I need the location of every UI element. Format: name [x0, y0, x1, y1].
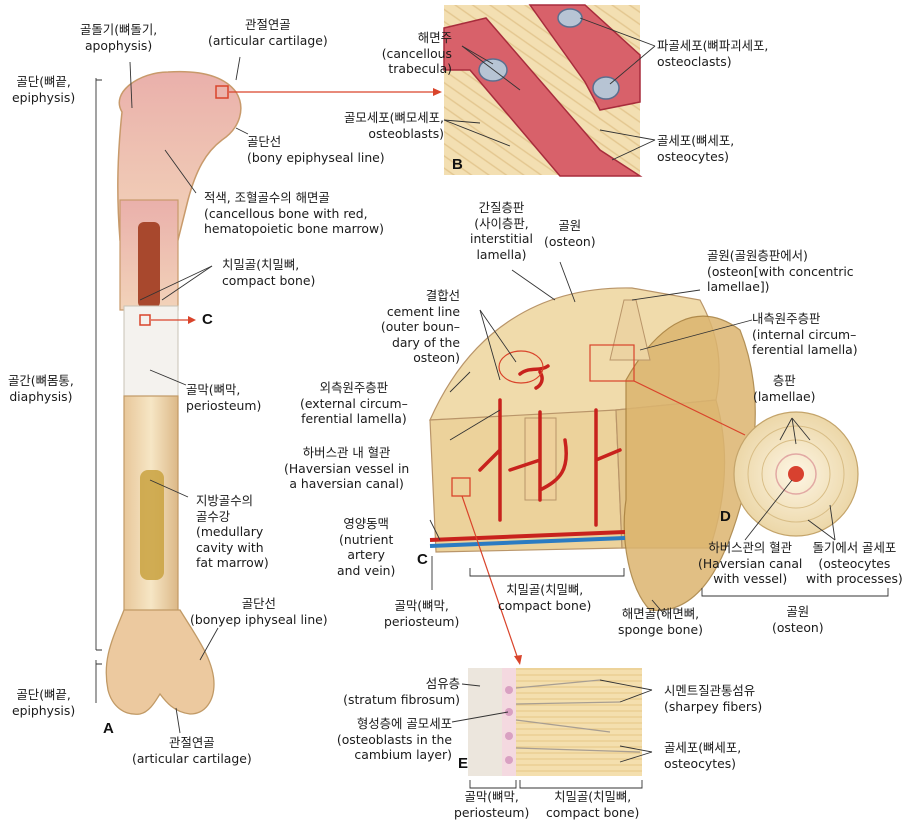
- label-articular-cartilage-top: 관절연골(articular cartilage): [208, 17, 328, 48]
- panel-letter-d: D: [720, 508, 731, 525]
- label-epiphysis-bottom: 골단(뼈끝,epiphysis): [12, 687, 75, 718]
- panel-letter-a: A: [103, 720, 114, 737]
- panel-c-bone-block: [430, 288, 755, 665]
- label-periosteum-a: 골막(뼈막,periosteum): [186, 382, 261, 413]
- panel-letter-c-a: C: [202, 311, 213, 328]
- panel-letter-c: C: [417, 551, 428, 568]
- panel-e-bottom-braces: [470, 780, 642, 788]
- label-internal-circumferential: 내측원주층판(internal circum–ferential lamella…: [752, 311, 858, 358]
- osteoclast-cell-3: [558, 9, 582, 27]
- label-osteon-c: 골원(osteon): [544, 218, 596, 249]
- label-osteoblasts-b: 골모세포(뼈모세포,osteoblasts): [320, 110, 444, 141]
- label-osteocytes-e: 골세포(뼈세포,osteocytes): [664, 740, 741, 771]
- osteoblast-cell-3: [505, 732, 513, 740]
- label-sharpey-fibers: 시멘트질관통섬유(sharpey fibers): [664, 683, 762, 714]
- label-epiphysis-top: 골단(뼈끝,epiphysis): [12, 74, 75, 105]
- pointer-arrowhead-c: [188, 316, 196, 324]
- label-articular-cartilage-bottom: 관절연골(articular cartilage): [132, 735, 252, 766]
- osteoblast-cell-4: [505, 756, 513, 764]
- label-periosteum-c: 골막(뼈막,periosteum): [384, 598, 459, 629]
- label-compact-bone-c: 치밀골(치밀뼈,compact bone): [498, 582, 591, 613]
- pointer-arrowhead-e: [514, 655, 522, 665]
- osteoblast-cell-1: [505, 686, 513, 694]
- label-epiphyseal-line-bottom: 골단선(bonyep iphyseal line): [190, 596, 328, 627]
- label-osteoclasts: 파골세포(뼈파괴세포,osteoclasts): [657, 38, 768, 69]
- panel-e-fibrous-layer: [468, 668, 502, 776]
- pointer-arrowhead-b: [433, 88, 442, 96]
- label-red-marrow: 적색, 조혈골수의 해면골(cancellous bone with red,h…: [204, 190, 384, 237]
- label-apophysis: 골돌기(뼈돌기,apophysis): [80, 22, 157, 53]
- label-compact-bone-a: 치밀골(치밀뼈,compact bone): [222, 257, 315, 288]
- label-lamellae: 층판(lamellae): [753, 373, 816, 404]
- osteoclast-cell-2: [593, 77, 619, 99]
- label-external-circumferential: 외측원주층판(external circum–ferential lamella…: [300, 380, 408, 427]
- label-osteocytes-b: 골세포(뼈세포,osteocytes): [657, 133, 734, 164]
- osteon-brace: [702, 588, 888, 596]
- haversian-canal: [788, 466, 804, 482]
- label-stratum-fibrosum: 섬유층(stratum fibrosum): [320, 676, 460, 707]
- label-osteon-d: 골원(osteon): [772, 604, 824, 635]
- medullary-cavity-red: [138, 222, 160, 308]
- label-periosteum-e: 골막(뼈막,periosteum): [454, 789, 529, 820]
- label-compact-bone-e: 치밀골(치밀뼈,compact bone): [546, 789, 639, 820]
- panel-b-trabecula-view: [444, 5, 640, 176]
- medullary-cavity-fat: [140, 470, 164, 580]
- panel-letter-b: B: [452, 156, 463, 173]
- label-sponge-bone: 해면골(해면뼈,sponge bone): [618, 606, 703, 637]
- label-diaphysis: 골간(뼈몸통,diaphysis): [8, 373, 74, 404]
- panel-e-periosteum-view: [468, 668, 642, 788]
- panel-letter-e: E: [458, 755, 468, 772]
